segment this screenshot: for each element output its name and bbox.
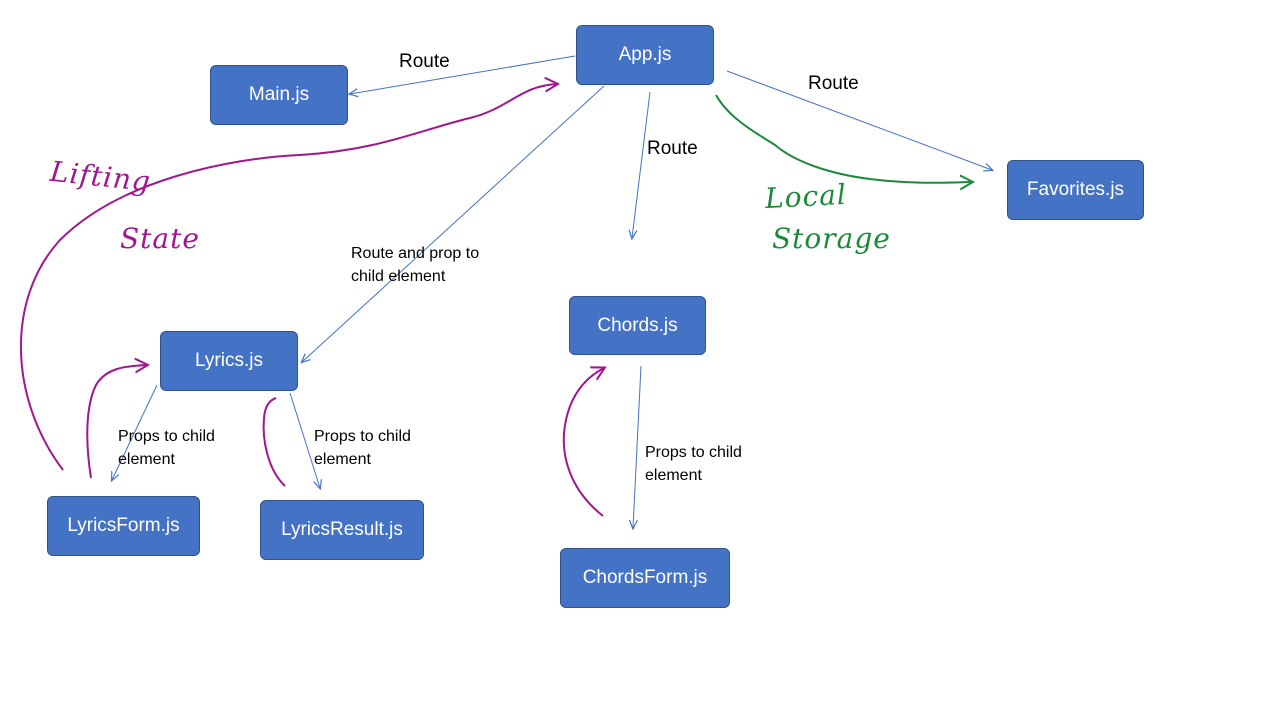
- arrow-chords-to-chordsform: [633, 365, 642, 528]
- lyricsform-to-lyrics-arrow: [86, 365, 147, 479]
- label-props-lyrics-result: Props to child element: [314, 428, 411, 468]
- lifting-state-arrow: [19, 84, 557, 471]
- node-favorites: Favorites.js: [1007, 160, 1144, 220]
- node-lyrics-result: LyricsResult.js: [260, 500, 424, 560]
- node-chords-form: ChordsForm.js: [560, 548, 730, 608]
- annotation-local: Local: [764, 177, 848, 216]
- lyricsresult-hook-arrow: [262, 397, 286, 487]
- label-route-lyrics: Route and prop to child element: [351, 245, 480, 285]
- label-props-chords-form: Props to child element: [645, 444, 742, 484]
- arrow-lyrics-to-lyricsresult: [289, 392, 320, 488]
- label-route-main: Route: [399, 51, 450, 72]
- label-route-favorites: Route: [808, 73, 859, 94]
- label-route-chords: Route: [647, 138, 698, 159]
- node-chords: Chords.js: [569, 296, 706, 355]
- arrow-app-to-lyrics: [302, 85, 605, 362]
- arrow-lyrics-to-lyricsform: [112, 384, 158, 480]
- arrow-app-to-chords: [632, 91, 651, 238]
- local-storage-arrow: [715, 94, 972, 183]
- annotation-storage: Storage: [772, 222, 891, 255]
- annotation-state: State: [120, 222, 200, 255]
- chordsform-to-chords-arrow: [562, 368, 604, 517]
- label-props-lyrics-form: Props to child element: [118, 428, 215, 468]
- node-app: App.js: [576, 25, 714, 85]
- arrow-app-to-favorites: [726, 70, 992, 170]
- node-main: Main.js: [210, 65, 348, 125]
- arrow-app-to-main: [350, 55, 576, 94]
- node-lyrics: Lyrics.js: [160, 331, 298, 391]
- node-lyrics-form: LyricsForm.js: [47, 496, 200, 556]
